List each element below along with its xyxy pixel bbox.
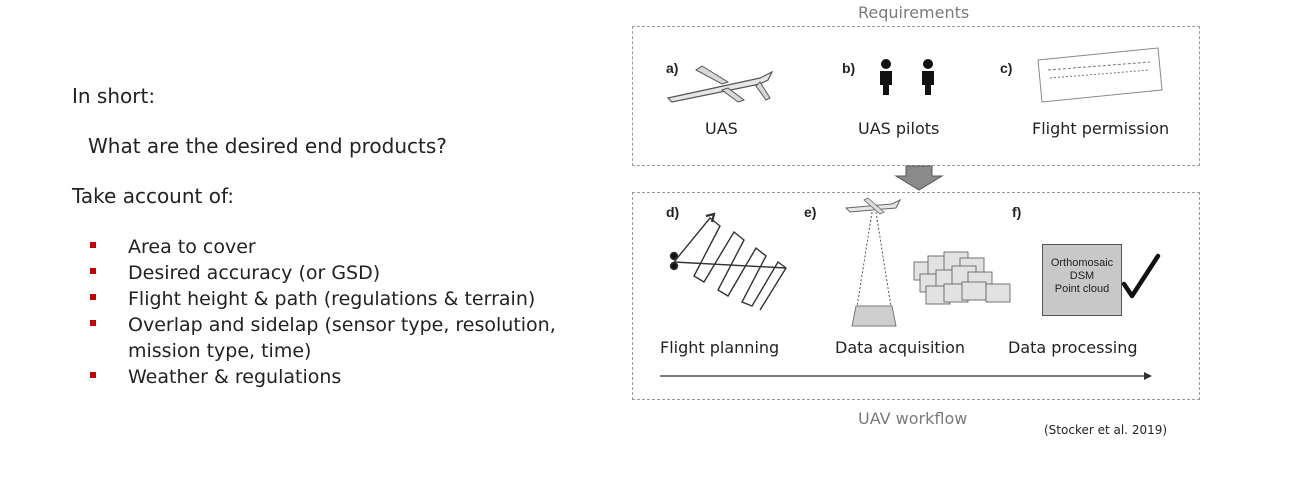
drone-capture-icon xyxy=(844,197,902,327)
down-arrow-icon xyxy=(894,165,944,191)
pilot-person-icon xyxy=(880,59,892,95)
data-acquisition-label: Data acquisition xyxy=(835,338,966,357)
flight-path-icon xyxy=(669,212,787,311)
list-item-continuation: mission type, time) xyxy=(72,338,556,364)
data-processing-label: Data processing xyxy=(1008,338,1138,357)
in-short-heading: In short: xyxy=(72,84,156,108)
list-item-text: Weather & regulations xyxy=(128,366,342,388)
workflow-timeline-arrow xyxy=(660,372,1152,380)
list-item: Area to cover xyxy=(72,234,556,260)
bullet-square-icon xyxy=(90,372,96,378)
fixed-wing-uav-icon xyxy=(666,65,774,103)
end-products-box: Orthomosaic DSM Point cloud xyxy=(1042,244,1122,316)
list-item: Weather & regulations xyxy=(72,364,556,390)
list-item-text: Area to cover xyxy=(128,236,256,258)
panel-letter-f: f) xyxy=(1012,204,1022,220)
panel-letter-c: c) xyxy=(1000,60,1013,76)
uas-pilots-label: UAS pilots xyxy=(858,119,940,138)
workflow-box xyxy=(632,192,1200,400)
bullet-square-icon xyxy=(90,320,96,326)
panel-letter-d: d) xyxy=(666,204,680,220)
permission-document-icon xyxy=(1037,47,1163,103)
list-item: Flight height & path (regulations & terr… xyxy=(72,286,556,312)
flight-permission-label: Flight permission xyxy=(1032,119,1170,138)
take-account-heading: Take account of: xyxy=(72,184,235,208)
bullet-square-icon xyxy=(90,294,96,300)
bullet-square-icon xyxy=(90,242,96,248)
dsm-text: DSM xyxy=(1069,270,1095,282)
panel-letter-b: b) xyxy=(842,60,856,76)
question-text: What are the desired end products? xyxy=(88,134,447,158)
uav-workflow-caption: UAV workflow xyxy=(858,409,968,428)
orthomosaic-text: Orthomosaic xyxy=(1050,257,1114,269)
list-item-text: Flight height & path (regulations & terr… xyxy=(128,288,536,310)
considerations-list: Area to cover Desired accuracy (or GSD) … xyxy=(72,234,556,390)
pilot-person-icon xyxy=(922,59,934,95)
list-item-text: Overlap and sidelap (sensor type, resolu… xyxy=(128,314,556,336)
list-item: Overlap and sidelap (sensor type, resolu… xyxy=(72,312,556,338)
panel-letter-a: a) xyxy=(666,60,679,76)
panel-letter-e: e) xyxy=(804,204,817,220)
uav-workflow-figure: Requirements a) b) c) UAS UAS pilots Fli… xyxy=(610,0,1210,480)
requirements-caption: Requirements xyxy=(858,3,970,22)
list-item: Desired accuracy (or GSD) xyxy=(72,260,556,286)
image-footprints-icon xyxy=(913,251,1011,305)
citation-text: (Stocker et al. 2019) xyxy=(1044,423,1168,437)
figure-illustrations xyxy=(660,47,1163,380)
bullet-square-icon xyxy=(90,268,96,274)
uas-label: UAS xyxy=(705,119,738,138)
checkmark-icon xyxy=(1121,253,1161,299)
point-cloud-text: Point cloud xyxy=(1054,283,1110,295)
list-item-text: Desired accuracy (or GSD) xyxy=(128,262,381,284)
flight-planning-label: Flight planning xyxy=(660,338,780,357)
list-item-text: mission type, time) xyxy=(128,340,312,362)
